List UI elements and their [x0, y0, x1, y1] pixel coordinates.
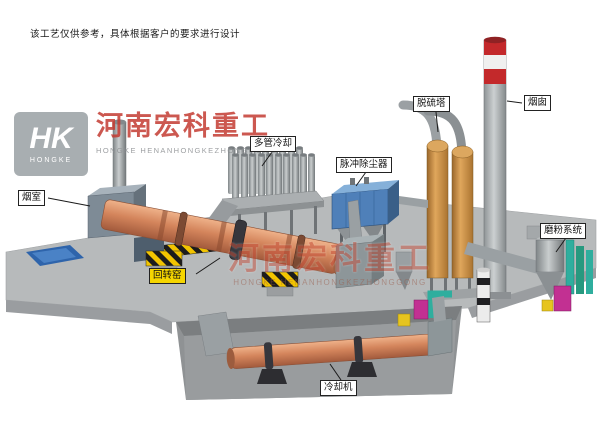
label-desulfurization-tower: 脱硫塔: [413, 96, 450, 112]
leader-lines: [47, 100, 567, 381]
label-grinding-system: 磨粉系统: [540, 223, 587, 239]
duct-tower-to-mill: [464, 242, 542, 274]
center-auxiliary-equipment: [395, 251, 452, 327]
disclaimer-note: 该工艺仅供参考，具体根据客户的要求进行设计: [30, 29, 241, 40]
label-multi-tube-cooler: 多管冷却: [250, 136, 297, 152]
small-column-graphic: [476, 267, 491, 323]
label-rotary-kiln: 回转窑: [149, 268, 186, 284]
label-chimney: 烟囱: [524, 95, 552, 111]
multi-tube-cooler-graphic: [206, 146, 325, 240]
label-cooling-machine: 冷却机: [320, 380, 357, 396]
duct-collector-to-tower: [399, 196, 428, 208]
label-pulse-dust-collector: 脉冲除尘器: [336, 157, 392, 173]
rotary-kiln-graphic: [100, 199, 344, 275]
kiln-head-graphic: [335, 199, 384, 289]
water-pond-graphic: [26, 245, 84, 266]
label-smoke-chamber: 烟室: [18, 190, 46, 206]
chimney-graphic: [479, 36, 511, 299]
cooling-machine-graphic: [197, 296, 453, 384]
